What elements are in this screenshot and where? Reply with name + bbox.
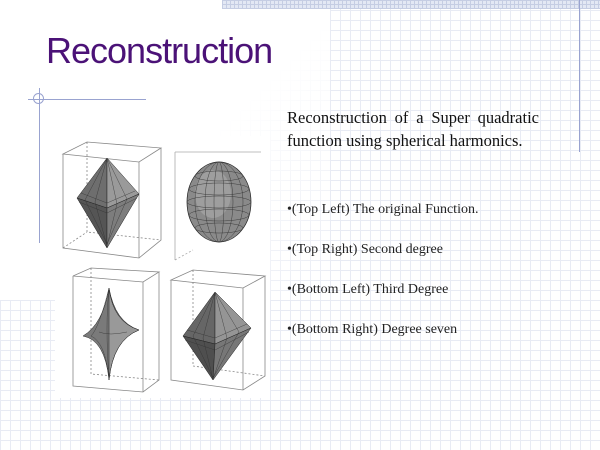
accent-circle-icon [33, 93, 44, 104]
bounding-box [61, 141, 163, 259]
bullet-top-left: •(Top Left) The original Function. [287, 202, 479, 217]
bullet-list: •(Top Left) The original Function. •(Top… [287, 201, 577, 361]
ellipsoid-shape [186, 161, 252, 243]
panel-top-right [171, 146, 269, 266]
left-horizontal-accent [28, 99, 146, 100]
bullet-bottom-left: •(Bottom Left) Third Degree [287, 282, 449, 297]
right-accent-line [579, 0, 580, 152]
bullet-top-right: •(Top Right) Second degree [287, 242, 443, 257]
second-degree-plot [174, 151, 261, 261]
degree-seven-plot [169, 269, 267, 391]
degree-seven-shape [182, 291, 252, 381]
top-decorative-band [222, 0, 600, 9]
slide-title: Reconstruction [46, 30, 273, 71]
bullet-bottom-right: •(Bottom Right) Degree seven [287, 322, 458, 337]
panel-top-left [57, 136, 165, 264]
third-degree-shape [82, 287, 140, 381]
octahedron-shape [76, 157, 140, 249]
left-accent-line [39, 88, 40, 243]
bounding-box [174, 151, 261, 261]
bounding-box [169, 269, 267, 391]
reconstruction-figure [55, 136, 270, 398]
third-degree-plot [72, 267, 161, 393]
intro-paragraph: Reconstruction of a Super quadratic func… [287, 108, 539, 150]
panel-bottom-right [167, 266, 269, 394]
panel-bottom-left [69, 266, 161, 394]
bounding-box [72, 267, 161, 393]
original-function-plot [61, 141, 163, 259]
